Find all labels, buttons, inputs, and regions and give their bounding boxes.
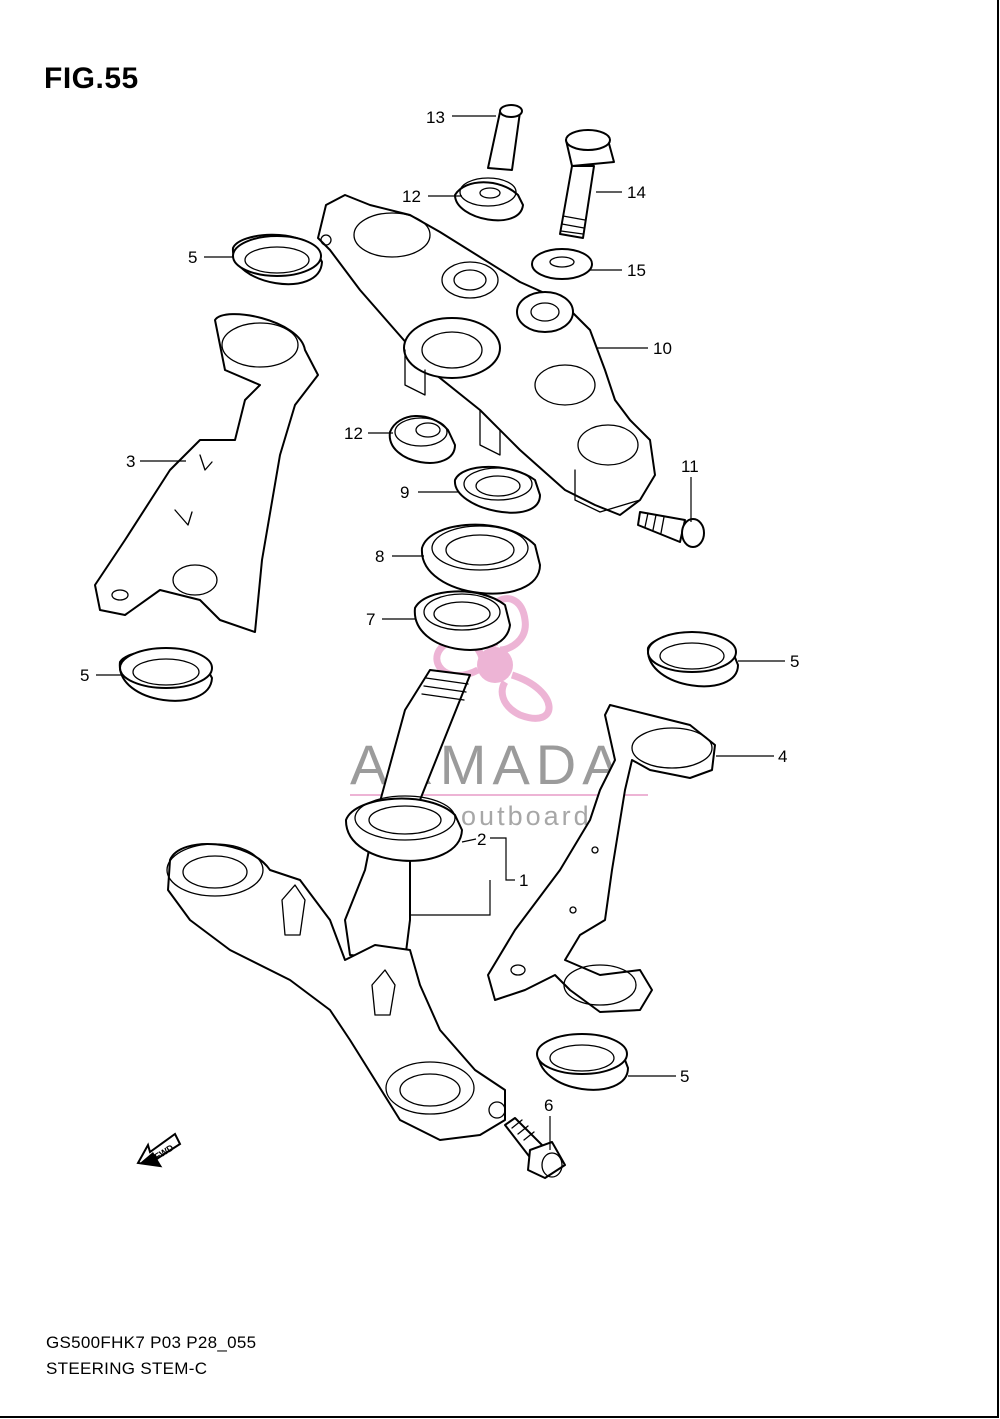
part-7-bearing	[413, 590, 511, 651]
callout-6: 6	[544, 1096, 553, 1115]
callout-4: 4	[778, 747, 787, 766]
callout-12-lower: 12	[344, 424, 363, 443]
part-11-bolt	[637, 511, 705, 548]
callout-3: 3	[126, 452, 135, 471]
part-5-seal-upper-left	[231, 233, 323, 286]
callout-5-upper-left: 5	[188, 248, 197, 267]
part-15-washer	[531, 248, 593, 280]
callout-5-right-lower: 5	[680, 1067, 689, 1086]
part-1-steering-stem	[344, 669, 471, 961]
lower-bracket	[166, 843, 506, 1141]
part-3-left-bracket	[94, 313, 319, 633]
part-12-cap-lower	[388, 415, 456, 464]
part-6-bolt	[504, 1117, 566, 1179]
leader-lines	[96, 115, 785, 1150]
callout-7: 7	[366, 610, 375, 629]
figure-title: FIG.55	[44, 62, 139, 95]
fwd-arrow-icon: FWD	[136, 1132, 182, 1168]
callout-5-left: 5	[80, 666, 89, 685]
footer-caption: STEERING STEM-C	[46, 1359, 208, 1378]
part-5-seal-left	[118, 647, 213, 702]
part-8-bearing-race	[420, 523, 541, 595]
part-10-upper-bracket	[317, 194, 656, 516]
part-5-seal-right-lower	[536, 1033, 629, 1091]
part-5-seal-right-upper	[646, 631, 739, 688]
footer-code: GS500FHK7 P03 P28_055	[46, 1333, 257, 1352]
callout-15: 15	[627, 261, 646, 280]
part-13-spacer	[487, 104, 523, 171]
callout-13: 13	[426, 108, 445, 127]
part-14-bolt	[559, 129, 615, 239]
callout-10: 10	[653, 339, 672, 358]
part-4-right-bracket	[487, 704, 716, 1013]
callout-14: 14	[627, 183, 646, 202]
callout-5-right-upper: 5	[790, 652, 799, 671]
callout-1: 1	[519, 871, 528, 890]
callout-2: 2	[477, 830, 486, 849]
part-9-nut	[453, 465, 541, 514]
part-12-cap-upper	[454, 177, 524, 222]
callout-12-upper: 12	[402, 187, 421, 206]
callout-11: 11	[681, 457, 699, 476]
callout-labels: 13 12 14 5 15 10 3 12 9 11 8 7 5 5 4 2 1…	[80, 108, 799, 1115]
callout-8: 8	[375, 547, 384, 566]
callout-9: 9	[400, 483, 409, 502]
